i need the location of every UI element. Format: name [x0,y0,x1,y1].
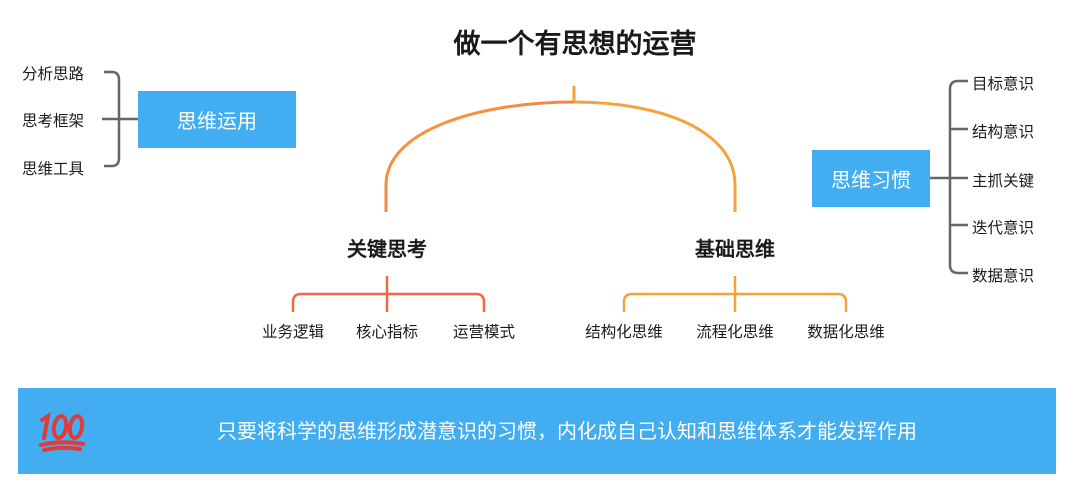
branch-right-bracket [622,276,848,312]
summary-banner: 只要将科学的思维形成潜意识的习惯，内化成自己认知和思维体系才能发挥作用 [18,388,1056,474]
branch-left-child-1: 业务逻辑 [261,323,325,341]
branch-left-child-3: 运营模式 [452,323,516,341]
branch-left-bracket [291,276,486,312]
right-group-bracket [930,79,968,275]
right-group-box: 思维习惯 [812,150,930,207]
branch-left-curve [384,100,575,212]
branch-right-curve [573,100,737,212]
right-item-2: 结构意识 [972,123,1035,141]
left-item-2: 思考框架 [22,112,85,130]
summary-text: 只要将科学的思维形成潜意识的习惯，内化成自己认知和思维体系才能发挥作用 [217,419,917,443]
left-item-3: 思维工具 [22,160,85,178]
left-group-box: 思维运用 [138,91,296,148]
right-item-5: 数据意识 [972,267,1035,285]
right-item-4: 迭代意识 [972,219,1035,237]
right-item-1: 目标意识 [972,75,1035,93]
right-item-3: 主抓关键 [972,172,1035,190]
branch-right-child-1: 结构化思维 [585,323,663,341]
branch-right-label: 基础思维 [695,237,775,261]
branch-left-child-2: 核心指标 [355,323,419,341]
diagram-title: 做一个有思想的运营 [453,29,697,60]
left-item-1: 分析思路 [22,65,85,83]
branch-left-label: 关键思考 [347,237,427,261]
left-group-bracket [102,70,138,168]
hundred-points-icon [39,411,85,452]
branch-right-child-3: 数据化思维 [807,323,885,341]
branch-right-child-2: 流程化思维 [696,323,774,341]
